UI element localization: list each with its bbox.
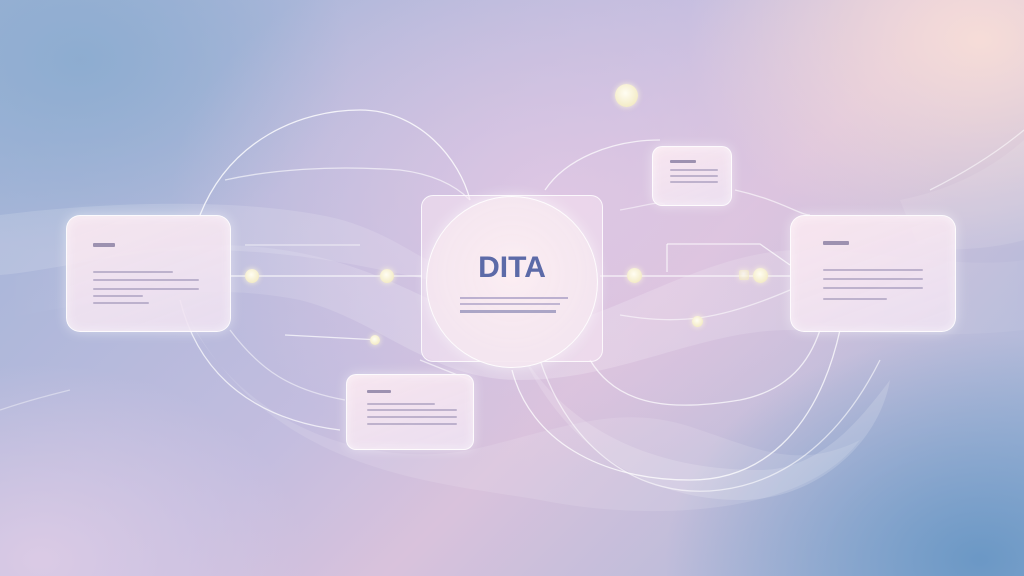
connector-dot[interactable] — [370, 335, 380, 345]
center-text-line — [460, 297, 568, 299]
center-node-title: DITA — [478, 251, 546, 284]
card-text-line — [670, 169, 718, 171]
card-text-line — [93, 271, 173, 273]
card-heading — [93, 243, 115, 247]
card-text-line — [93, 279, 199, 281]
card-text-line — [367, 416, 457, 418]
card-heading — [670, 160, 696, 163]
card-text-line — [367, 403, 435, 405]
bottom-info-card[interactable] — [346, 374, 474, 450]
center-node[interactable]: DITA — [426, 196, 598, 368]
card-text-line — [93, 288, 199, 290]
card-text-line — [823, 278, 923, 280]
card-text-line — [367, 409, 457, 411]
card-text-line — [670, 175, 718, 177]
connector-dot[interactable] — [692, 316, 703, 327]
connector-dot[interactable] — [380, 269, 394, 283]
card-text-line — [823, 269, 923, 271]
card-heading — [367, 390, 391, 393]
card-heading — [823, 241, 849, 245]
top-right-info-card[interactable] — [652, 146, 732, 206]
right-info-card[interactable] — [790, 215, 956, 332]
card-text-line — [93, 295, 143, 297]
card-text-line — [823, 287, 923, 289]
arrow-marker — [739, 270, 749, 280]
center-text-line — [460, 310, 556, 313]
card-text-line — [367, 423, 457, 425]
center-text-line — [460, 303, 560, 305]
connector-dot[interactable] — [753, 268, 768, 283]
left-info-card[interactable] — [66, 215, 231, 332]
card-text-line — [823, 298, 887, 300]
connector-dot[interactable] — [627, 268, 642, 283]
card-text-line — [93, 302, 149, 304]
card-text-line — [670, 181, 718, 183]
floating-orb — [615, 84, 638, 107]
connector-dot[interactable] — [245, 269, 259, 283]
